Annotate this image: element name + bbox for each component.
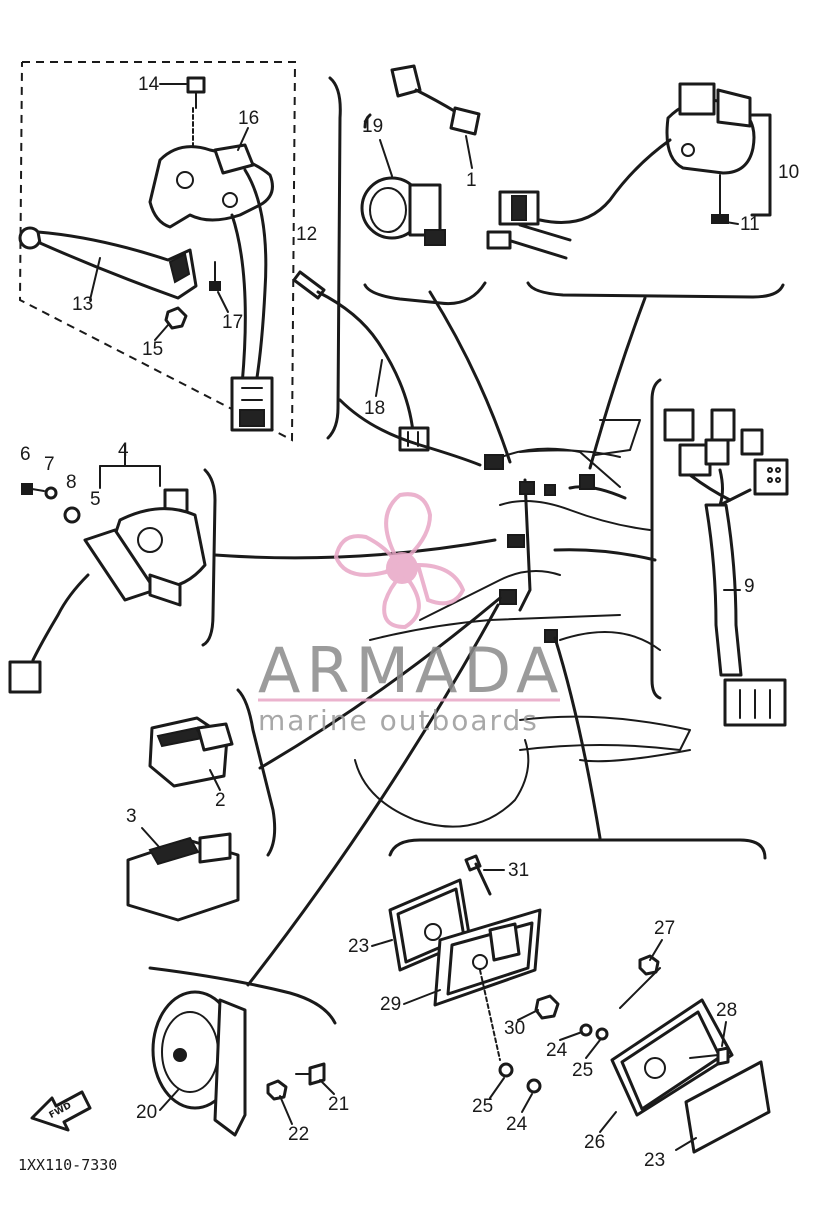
callout-15: 15	[142, 339, 163, 360]
tail-lamp-group	[388, 838, 771, 1154]
bolt-14	[186, 76, 206, 94]
callout-12: 12	[296, 224, 317, 245]
lens-23-right	[684, 1060, 771, 1154]
callout-26: 26	[584, 1132, 605, 1153]
callout-19: 19	[362, 116, 383, 137]
connector-1	[390, 64, 422, 98]
horn-group	[148, 966, 337, 1137]
clutch-lever-group	[18, 61, 297, 442]
callout-16: 16	[238, 108, 259, 129]
propeller-logo-icon	[333, 492, 466, 630]
leader-lines	[213, 290, 657, 987]
callout-18: 18	[364, 398, 385, 419]
callout-leaders	[89, 83, 741, 1151]
callout-3: 3	[126, 806, 137, 827]
callout-4: 4	[118, 440, 129, 461]
cable-18	[292, 270, 430, 452]
callout-2: 2	[215, 790, 226, 811]
frame-outline	[354, 419, 691, 828]
callout-17: 17	[222, 312, 243, 333]
callout-28: 28	[716, 1000, 737, 1021]
callout-13: 13	[72, 294, 93, 315]
callout-24-lower: 24	[506, 1114, 528, 1135]
callout-14: 14	[138, 74, 160, 95]
wire-harness-group	[650, 378, 789, 727]
drawing-number: 1XX110-7330	[18, 1156, 117, 1174]
callout-5: 5	[90, 489, 101, 510]
flasher-relay-group	[360, 64, 487, 306]
callout-11: 11	[740, 214, 760, 235]
callout-8: 8	[66, 472, 77, 493]
nut-15	[164, 306, 188, 330]
main-switch-group	[8, 465, 217, 694]
callout-20: 20	[136, 1102, 157, 1123]
clutch-lever-13	[36, 230, 198, 300]
callout-7: 7	[44, 454, 55, 475]
callout-24-upper: 24	[546, 1040, 568, 1061]
callout-31: 31	[508, 860, 529, 881]
callout-10: 10	[778, 162, 799, 183]
callout-9: 9	[744, 576, 755, 597]
callout-1: 1	[466, 170, 477, 191]
callout-30: 30	[504, 1018, 525, 1039]
fwd-arrow-icon: FWD	[30, 1090, 92, 1132]
callout-22: 22	[288, 1124, 309, 1145]
callout-29: 29	[380, 994, 401, 1015]
callout-6: 6	[20, 444, 31, 465]
watermark-tagline: marine outboards	[258, 704, 539, 737]
callout-labels: 1 2 3 4 5 6 7 8 9 10 11 12 13 14 15 16 1…	[20, 74, 799, 1171]
handlebar-switch-group	[486, 82, 785, 299]
callout-25-lower: 25	[472, 1096, 493, 1117]
nut-30	[534, 994, 560, 1020]
dashed-group-box	[18, 61, 297, 442]
watermark-brand: ARMADA	[258, 634, 564, 707]
callout-23-left: 23	[348, 936, 369, 957]
main-switch-connector	[8, 660, 42, 694]
watermark: ARMADA marine outboards	[258, 492, 564, 737]
callout-23-right: 23	[644, 1150, 665, 1171]
relay-group	[126, 688, 277, 922]
callout-27: 27	[654, 918, 675, 939]
callout-21: 21	[328, 1094, 349, 1115]
nut-22	[266, 1079, 288, 1101]
callout-25-upper: 25	[572, 1060, 593, 1081]
